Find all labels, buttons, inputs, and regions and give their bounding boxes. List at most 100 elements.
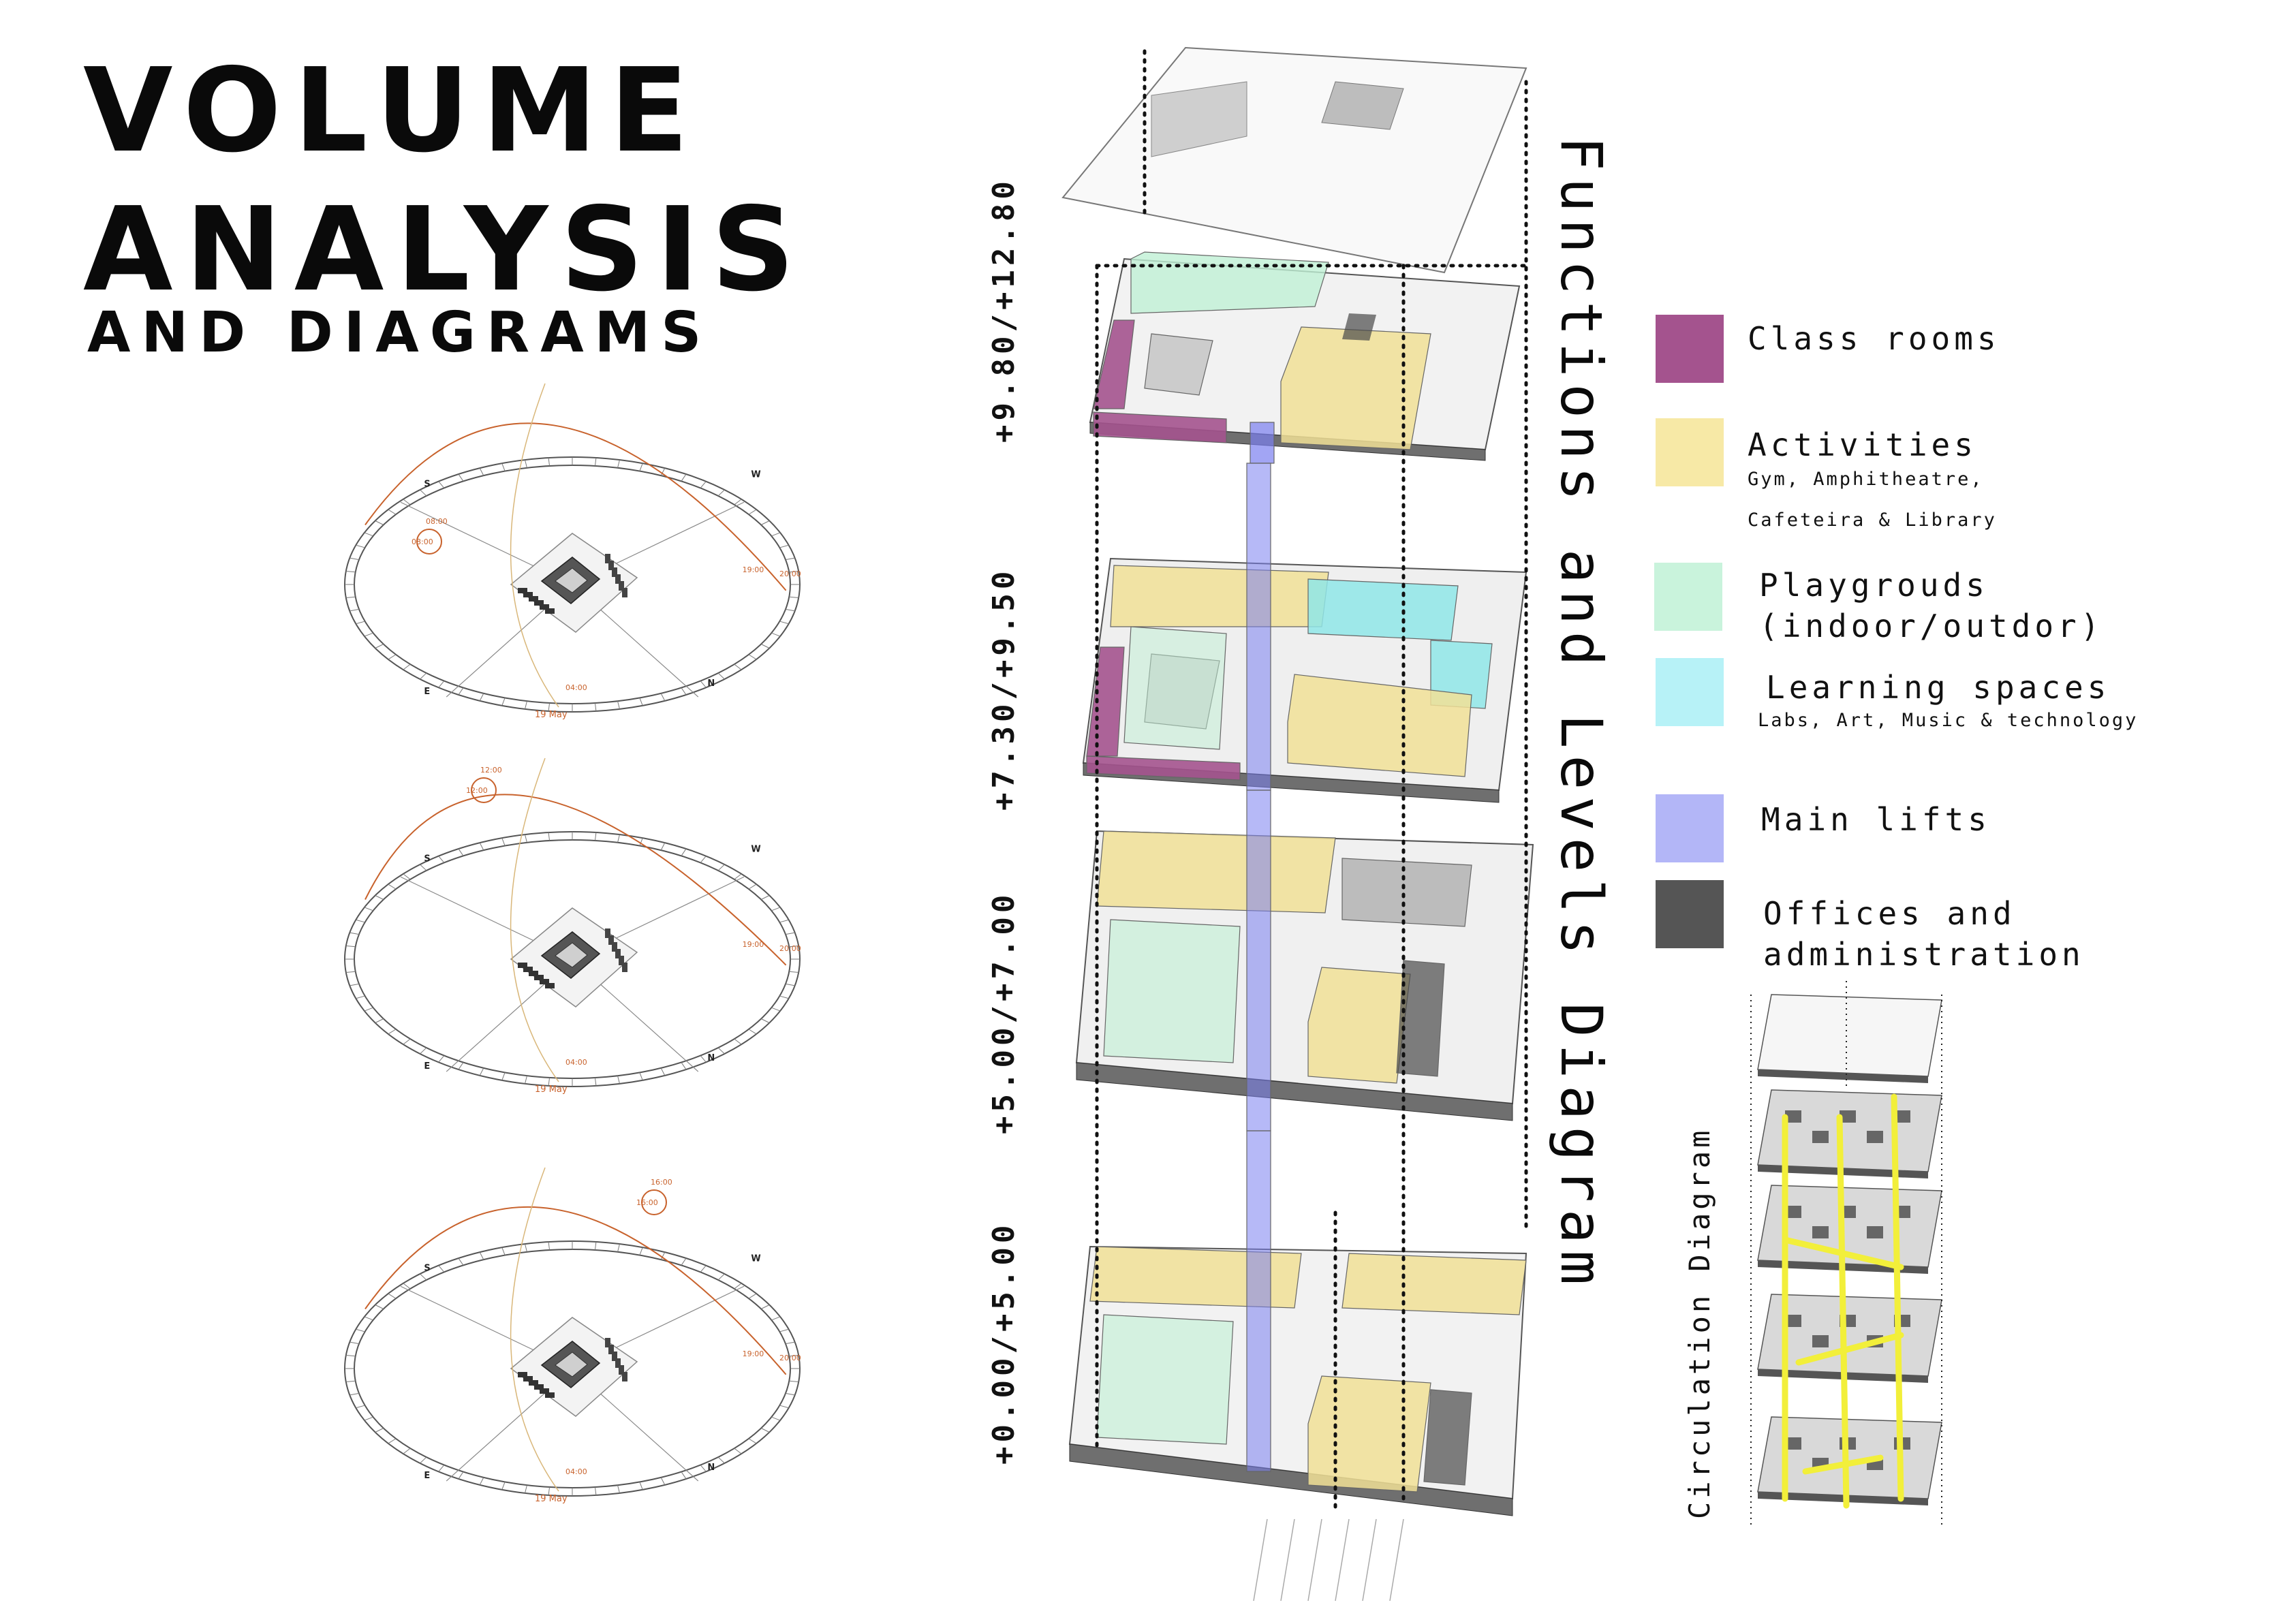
- sun-path-arc: [364, 422, 787, 591]
- compass-tick: [501, 837, 506, 846]
- compass-s: S: [424, 854, 430, 864]
- compass-tick: [525, 701, 527, 710]
- circulation-level: [1757, 994, 1942, 1083]
- time-label: 20:00: [779, 569, 801, 578]
- circulation-diagram: [1750, 981, 1942, 1526]
- circulation-room: [1812, 1131, 1829, 1143]
- circulation-diagram-title: Circulation Diagram: [1683, 1127, 1716, 1519]
- office-zone: [1396, 960, 1445, 1077]
- site-block: [518, 588, 527, 593]
- compass-tick: [525, 834, 527, 843]
- sun-path-winter: [510, 383, 559, 708]
- compass-tick: [734, 663, 742, 670]
- circulation-room: [1894, 1110, 1910, 1123]
- landscape-line: [1335, 1518, 1350, 1602]
- compass-tick: [501, 698, 506, 706]
- compass-tick: [660, 693, 666, 702]
- compass-tick: [660, 842, 666, 851]
- compass-tick: [364, 532, 373, 537]
- compass-tick: [458, 1258, 464, 1266]
- compass-tick: [458, 1062, 464, 1070]
- site-block: [545, 1392, 555, 1398]
- compass-tick: [748, 509, 757, 515]
- compass-tick: [375, 1428, 384, 1433]
- compass-tick: [617, 1243, 620, 1252]
- compass-tick: [356, 621, 365, 625]
- compass-tick: [681, 1062, 687, 1070]
- site-block: [615, 574, 621, 584]
- compass-tick: [438, 681, 445, 688]
- compass-tick: [548, 1486, 550, 1496]
- site-plan: [510, 1317, 638, 1417]
- legend-label-playgrounds: Playgrouds: [1759, 567, 1989, 604]
- compass-tick: [779, 995, 789, 999]
- compass-tick: [771, 1316, 781, 1321]
- office-zone: [1423, 1389, 1472, 1486]
- compass-tick: [350, 1392, 360, 1396]
- compass-tick: [525, 1076, 527, 1084]
- title-line-2: ANALYSIS: [83, 183, 807, 317]
- compass-tick: [458, 473, 464, 482]
- compass-tick: [681, 848, 687, 856]
- circulation-path: [1836, 1114, 1850, 1509]
- site-block: [518, 1372, 527, 1377]
- compass-tick: [779, 1405, 789, 1409]
- compass-tick: [734, 499, 742, 505]
- compass-tick: [364, 1416, 373, 1421]
- compass-tick: [748, 884, 757, 890]
- time-label: 08:00: [426, 517, 448, 526]
- compass-tick: [717, 1047, 725, 1055]
- compass-tick: [458, 1471, 464, 1480]
- site-block: [612, 942, 617, 952]
- compass-tick: [617, 701, 620, 710]
- compass-tick: [748, 654, 757, 660]
- sun-position-marker: [416, 529, 442, 555]
- sun-position-marker: [471, 777, 497, 803]
- legend-swatch-offices: [1656, 880, 1724, 948]
- compass-tick: [479, 693, 484, 702]
- circulation-room: [1785, 1315, 1801, 1327]
- legend-label-activities: Activities: [1748, 426, 1977, 463]
- playground-zone: [1123, 626, 1227, 750]
- compass-tick: [681, 687, 687, 696]
- circulation-room: [1785, 1110, 1801, 1123]
- compass-tick: [388, 1438, 397, 1444]
- legend-swatch-learning: [1656, 658, 1724, 726]
- compass-tick: [748, 1293, 757, 1299]
- legend-label-offices: Offices and: [1763, 895, 2016, 932]
- compass-tick: [700, 481, 707, 488]
- compass-n: N: [707, 1053, 715, 1063]
- time-label: 16:00: [636, 1198, 658, 1207]
- classroom-zone: [1093, 319, 1135, 409]
- date-label: 19 May: [535, 1494, 568, 1504]
- compass-tick: [356, 919, 365, 923]
- level-label-2: +7.30/+9.50: [987, 567, 1021, 811]
- legend-swatch-playgrounds: [1654, 563, 1722, 631]
- site-block: [534, 600, 544, 606]
- site-block: [615, 949, 621, 958]
- compass-tick: [760, 1428, 770, 1433]
- lift-core: [1246, 790, 1271, 1131]
- activities-zone: [1280, 326, 1431, 450]
- legend-label-lifts: Main lifts: [1761, 801, 1991, 838]
- playground-zone: [1130, 251, 1329, 314]
- roof-plate: [1061, 46, 1527, 274]
- site-block: [619, 956, 624, 965]
- circulation-path: [1782, 1236, 1904, 1270]
- compass-tick: [501, 1247, 506, 1255]
- site-block: [622, 588, 627, 597]
- compass-s: S: [424, 480, 430, 490]
- compass-tick: [364, 907, 373, 911]
- compass-tick: [779, 1328, 789, 1332]
- legend-label-offices-2: administration: [1763, 936, 2085, 973]
- compass-tick: [350, 608, 360, 612]
- site-block: [529, 1380, 538, 1386]
- site-block: [605, 1338, 610, 1347]
- circulation-path: [1802, 1454, 1884, 1475]
- compass-tick: [356, 544, 365, 548]
- legend-sub-activities-2: Cafeteira & Library: [1748, 510, 1997, 531]
